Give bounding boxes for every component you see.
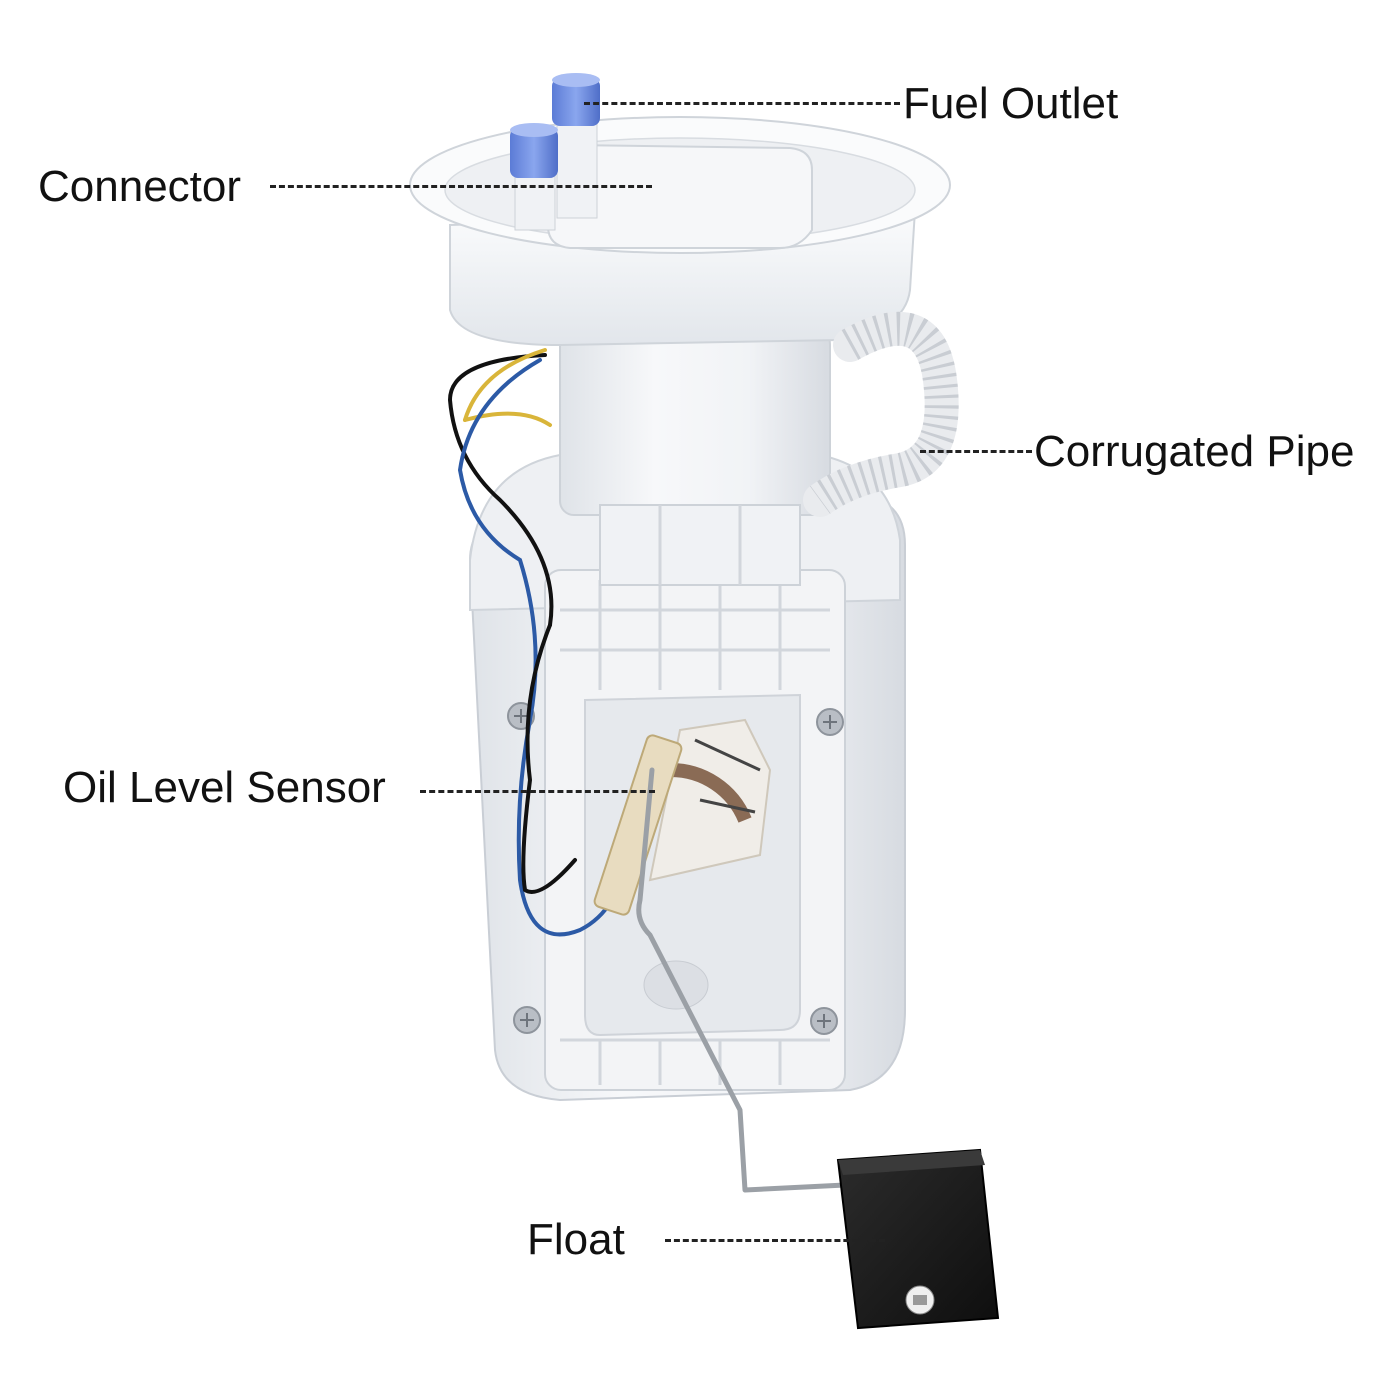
fuel-outlet-label: Fuel Outlet — [903, 79, 1119, 128]
pump-flange — [409, 116, 951, 347]
oil-level-sensor-label: Oil Level Sensor — [63, 763, 386, 812]
corrugated-pipe — [803, 311, 959, 517]
fuel-outlet-cap — [552, 73, 600, 219]
connector-cap — [510, 123, 558, 231]
fuel-outlet-leader — [584, 102, 900, 105]
wiring-harness — [447, 348, 614, 937]
connector-label: Connector — [38, 162, 242, 211]
corrugated-pipe-label: Corrugated Pipe — [1034, 427, 1355, 476]
float-label: Float — [527, 1215, 625, 1264]
float-arm — [636, 767, 848, 1193]
float-leader — [665, 1239, 885, 1242]
corrugated-pipe-leader — [920, 450, 1032, 453]
connector-leader — [270, 185, 652, 188]
float-block — [836, 1148, 1000, 1330]
oil-level-sensor-leader — [420, 790, 655, 793]
pump-column — [559, 329, 831, 586]
oil-level-sensor — [593, 718, 772, 916]
